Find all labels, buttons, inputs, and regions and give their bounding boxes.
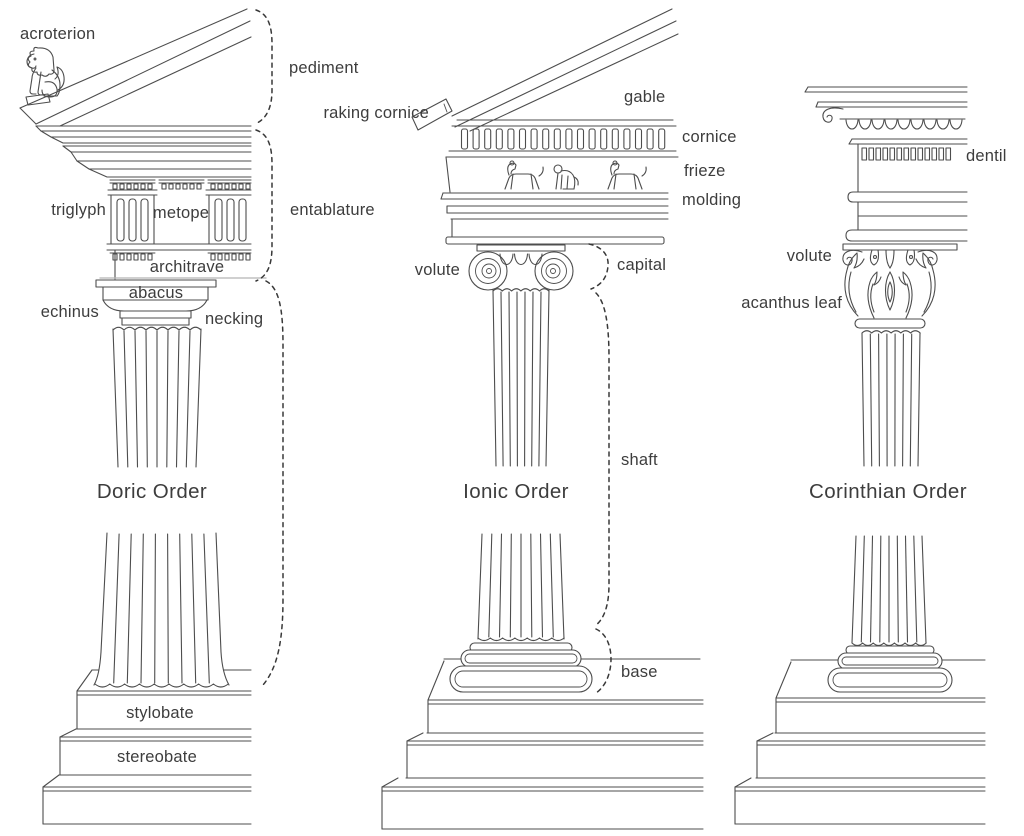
ionic-shaft-upper [492,288,550,467]
ionic-shaft-lower-scallop [477,637,565,642]
doric-mutule-strip [109,179,252,190]
label-dentil: dentil [966,147,1007,165]
doric-order: acroterion pediment triglyph metope enta… [19,8,375,825]
doric-triglyph-right [205,189,252,245]
acanthus-leaf-mid-left [867,271,882,319]
label-raking-cornice: raking cornice [323,104,429,122]
doric-shaft-lower [93,532,230,688]
label-base: base [621,663,658,681]
label-acanthus-leaf: acanthus leaf [741,294,842,312]
ionic-gable [411,8,679,132]
doric-pediment [19,8,252,127]
cornice-scroll-bracket [822,107,844,123]
ionic-braces [588,243,612,694]
ionic-shaft-upper-scallop [492,288,550,292]
doric-mutule-teeth [112,183,251,190]
volute-scroll-left [468,251,508,291]
doric-steps [42,669,252,825]
corinthian-shaft-upper-scallop [861,330,921,334]
ionic-base [449,642,593,693]
ionic-frieze [445,156,647,193]
label-architrave: architrave [150,258,224,276]
doric-architrave-band [99,243,267,280]
pediment-brace [254,9,273,125]
doric-shaft-upper [112,326,202,468]
corner-volute-left [842,249,863,266]
label-capital: capital [617,256,666,274]
ionic-order: raking cornice gable cornice frieze mold… [323,8,741,830]
corinthian-cornice [804,86,968,242]
doric-capital [95,279,217,326]
label-triglyph: triglyph [51,201,106,219]
label-gable: gable [624,88,665,106]
corinthian-egg-and-dart [845,119,963,130]
doric-shaft-lower-scallop [94,683,229,688]
ionic-molding [440,192,669,245]
capital-bud-left [869,249,880,266]
label-echinus: echinus [41,303,99,321]
shaft-brace [594,292,610,627]
frieze-centaur-left [504,160,544,190]
ionic-shaft-upper-flutes [500,291,542,467]
label-frieze: frieze [684,162,726,180]
label-molding: molding [682,191,741,209]
label-volute-ionic: volute [415,261,460,279]
ionic-shaft-lower [477,533,565,642]
label-metope: metope [153,204,209,222]
frieze-lion [553,164,579,190]
doric-shaft-upper-flutes [123,330,191,468]
acanthus-leaf-outer-left [844,252,865,317]
doric-braces [254,9,284,686]
column-brace [262,280,284,686]
corinthian-shaft-lower [851,535,927,647]
label-entablature: entablature [290,201,375,219]
label-stereobate: stereobate [117,748,197,766]
label-necking: necking [205,310,263,328]
corinthian-capital [842,243,958,329]
acanthus-leaf-mid-right [898,271,913,319]
doric-triglyph-left [107,189,158,245]
capital-central-bud [884,271,896,311]
base-brace [595,628,612,694]
label-pediment: pediment [289,59,359,77]
label-shaft: shaft [621,451,658,469]
corinthian-shaft-upper-flutes [869,333,913,467]
ionic-capital [468,244,574,291]
corinthian-dentil-row [861,147,952,161]
label-stylobate: stylobate [126,704,194,722]
label-abacus: abacus [129,284,183,302]
label-volute-corinthian: volute [787,247,832,265]
corinthian-shaft-upper [861,330,921,467]
corinthian-base [827,645,953,693]
acanthus-leaf-outer-right [915,252,936,317]
label-cornice: cornice [682,128,737,146]
doric-shaft-upper-scallop [112,326,202,331]
label-acroterion: acroterion [20,25,95,43]
ionic-dentil-bars [460,128,666,150]
doric-shaft-lower-flutes [113,533,210,684]
capital-bud-right [905,249,916,266]
doric-guttae-teeth [112,253,251,261]
ionic-title: Ionic Order [463,480,569,503]
capital-brace [588,243,609,290]
volute-scroll-right [534,251,574,291]
frieze-centaur-right [607,160,647,190]
acroterion-lion-statue [25,46,65,106]
ionic-egg-and-dart [499,253,543,266]
entablature-brace [255,129,273,282]
corinthian-shaft-lower-flutes [860,535,918,643]
ionic-steps [381,658,704,830]
corner-volute-right [917,249,938,266]
ionic-cornice [445,125,679,158]
ionic-shaft-lower-flutes [488,533,554,638]
corinthian-order: dentil volute acanthus leaf Corinthian O… [734,86,1007,825]
doric-title: Doric Order [97,480,207,503]
doric-cornice [35,125,252,178]
corinthian-title: Corinthian Order [809,480,967,503]
